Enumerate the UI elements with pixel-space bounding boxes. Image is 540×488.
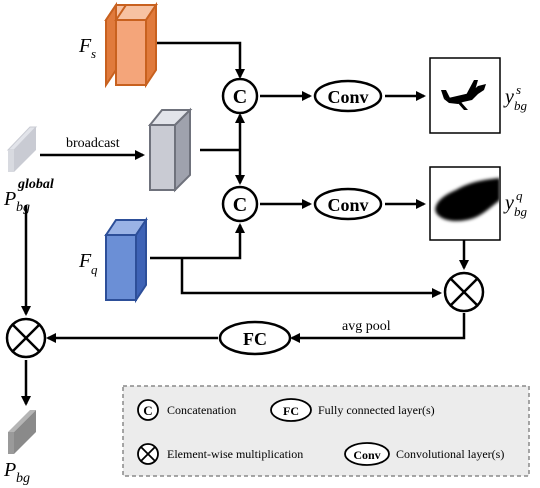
broadcast-label: broadcast xyxy=(66,136,120,151)
legend-mult-text: Element-wise multiplication xyxy=(167,447,303,461)
concat-node-2-label: C xyxy=(233,194,247,216)
fc-node-label: FC xyxy=(243,329,267,349)
svg-text:global: global xyxy=(17,177,54,192)
pbg-label: P bg xyxy=(3,459,30,486)
legend-concat: C Concatenation xyxy=(137,399,236,421)
svg-text:s: s xyxy=(516,82,521,97)
svg-text:P: P xyxy=(3,188,16,210)
conv-node-2: Conv xyxy=(313,187,383,221)
conv-node-2-label: Conv xyxy=(327,195,368,215)
yq-label: y q bg xyxy=(503,188,528,219)
ys-label: y s bg xyxy=(503,82,528,113)
legend-fc-text: Fully connected layer(s) xyxy=(318,403,435,417)
legend-box xyxy=(122,385,530,477)
avgpool-label: avg pool xyxy=(342,319,391,334)
arrow-fq-to-multiply xyxy=(180,258,442,298)
multiply-node-right xyxy=(443,271,485,313)
legend-conv: Conv Convolutional layer(s) xyxy=(344,442,504,466)
legend-conv-text: Convolutional layer(s) xyxy=(396,447,504,461)
fs-label: F s xyxy=(78,35,96,61)
legend-mult: Element-wise multiplication xyxy=(137,443,303,465)
arrow-multiply-to-fc xyxy=(290,313,466,343)
legend-fc: FC Fully connected layer(s) xyxy=(270,398,435,422)
pglobal-label: P global bg xyxy=(3,177,54,215)
fc-node: FC xyxy=(218,320,292,356)
svg-text:bg: bg xyxy=(16,200,30,215)
multiply-node-left xyxy=(5,317,47,359)
concat-node-1: C xyxy=(221,77,259,115)
mask-silhouette-icon xyxy=(435,178,499,221)
svg-text:q: q xyxy=(91,262,98,277)
svg-text:bg: bg xyxy=(16,471,30,486)
conv-node-1-label: Conv xyxy=(327,87,368,107)
pglobal-vector xyxy=(6,126,38,172)
airplane-silhouette-icon xyxy=(441,80,486,110)
svg-text:s: s xyxy=(91,46,96,61)
concat-node-1-label: C xyxy=(233,86,247,108)
svg-text:F: F xyxy=(78,35,92,57)
svg-text:F: F xyxy=(78,250,92,272)
svg-text:P: P xyxy=(3,459,16,481)
svg-text:bg: bg xyxy=(514,98,528,113)
fs-side-face xyxy=(105,1,117,89)
pbg-vector xyxy=(8,410,36,454)
arrow-fs-to-concat1 xyxy=(157,41,245,79)
legend-concat-text: Concatenation xyxy=(167,403,236,417)
yq-output-image xyxy=(429,166,501,241)
svg-text:Conv: Conv xyxy=(353,448,380,462)
svg-text:FC: FC xyxy=(283,404,299,418)
arrow-fq-to-concat2 xyxy=(150,223,245,260)
svg-text:y: y xyxy=(503,192,514,214)
ys-output-image xyxy=(429,57,501,134)
svg-text:bg: bg xyxy=(514,204,528,219)
concat-node-2: C xyxy=(221,185,259,223)
svg-text:q: q xyxy=(516,188,523,203)
conv-node-1: Conv xyxy=(313,79,383,113)
fs-feature-block xyxy=(104,1,158,89)
fq-feature-block xyxy=(104,216,148,304)
fq-label: F q xyxy=(78,250,98,277)
svg-text:y: y xyxy=(503,86,514,108)
broadcast-feature-block xyxy=(147,107,193,193)
svg-text:C: C xyxy=(143,403,152,418)
fs-front xyxy=(115,19,147,86)
